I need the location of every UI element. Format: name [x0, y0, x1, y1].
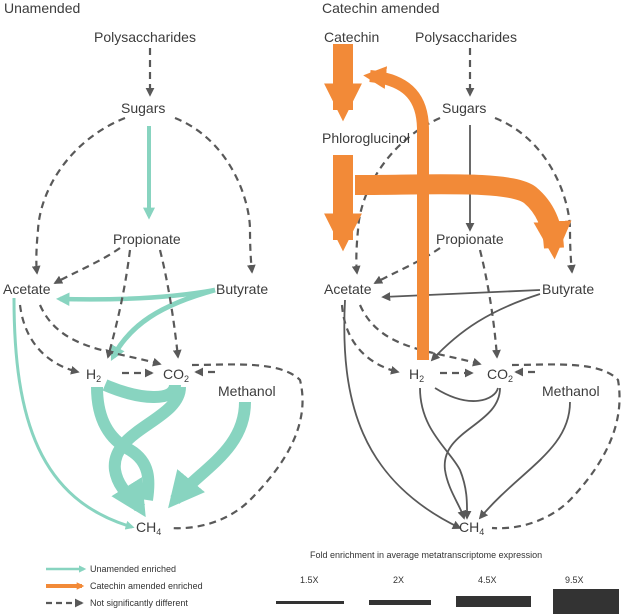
scale-bar-1-5x [276, 601, 344, 604]
scale-label-4-5x: 4.5X [478, 575, 497, 585]
arrow-sugars-butyrate [174, 116, 256, 274]
arrow-propionate-h2 [105, 249, 132, 359]
scale-title: Fold enrichment in average metatranscrip… [310, 550, 542, 560]
node-butyrate: Butyrate [216, 281, 268, 297]
node-h2-c: H2 [409, 366, 424, 384]
catechin-nodes: Catechin Polysaccharides Sugars Phlorogl… [322, 29, 600, 537]
catechin-enriched-arrows [324, 44, 572, 360]
scale-label-9-5x: 9.5X [565, 575, 584, 585]
arrow-acetate-h2-c [340, 304, 400, 375]
unamended-nonsig-arrows [18, 48, 304, 530]
arrow-h2-ch4-c [419, 387, 472, 520]
node-h2: H2 [86, 366, 101, 384]
arrow-methanol-ch4 [168, 401, 251, 509]
arrow-h2-ch4-a [91, 386, 155, 501]
node-sugars: Sugars [121, 100, 165, 116]
node-ch4: CH4 [136, 519, 161, 537]
node-methanol: Methanol [218, 383, 276, 399]
node-propionate: Propionate [113, 231, 181, 247]
legend-label-catechin: Catechin amended enriched [90, 581, 203, 591]
scale-bar-2x [369, 600, 431, 605]
arrow-co2-ch4-c [444, 387, 501, 520]
node-catechin: Catechin [324, 29, 379, 45]
panel-title-unamended: Unamended [4, 0, 80, 16]
panel-catechin: Catechin amended [322, 0, 621, 537]
node-propionate-c: Propionate [436, 231, 504, 247]
arrow-propionate-acetate-c [373, 247, 441, 284]
scale-bar-9-5x [553, 589, 619, 614]
node-polysaccharides: Polysaccharides [94, 29, 196, 45]
legend-item-catechin: Catechin amended enriched [46, 581, 203, 591]
arrow-butyrate-h2 [110, 287, 216, 361]
arrow-propionate-co2-c [478, 249, 501, 359]
legend-label-unamended: Unamended enriched [90, 564, 176, 574]
arrow-acetate-ch4 [12, 297, 135, 530]
legend-item-unamended: Unamended enriched [46, 564, 176, 574]
node-acetate-c: Acetate [324, 281, 372, 297]
arrow-propionate-acetate [53, 247, 121, 284]
arrow-h2-co2-c [434, 387, 499, 402]
arrow-phloroglucinol-butyrate [354, 174, 572, 260]
scale-label-1-5x: 1.5X [300, 575, 319, 585]
arrow-ch4-co2-c [491, 363, 621, 530]
unamended-enriched-arrows [12, 126, 251, 530]
arrow-co2-ch4 [108, 386, 186, 518]
arrow-ch4-co2 [169, 363, 304, 530]
node-co2: CO2 [163, 366, 189, 384]
arrow-sugars-acetate [31, 116, 126, 275]
scale-bar-4-5x [456, 596, 531, 607]
node-sugars-c: Sugars [442, 100, 486, 116]
arrow-sugars-acetate-c [351, 116, 441, 275]
arrow-propionate-co2 [158, 249, 182, 359]
node-ch4-c: CH4 [459, 519, 484, 537]
panel-unamended: Unamended Polysacc [3, 0, 304, 537]
panel-title-catechin: Catechin amended [322, 0, 440, 16]
scale-2x: 2X [369, 575, 431, 605]
scale-4-5x: 4.5X [456, 575, 531, 607]
node-co2-c: CO2 [487, 366, 513, 384]
arrow-h2-co2 [102, 379, 181, 403]
unamended-nodes: Polysaccharides Sugars Propionate Acetat… [3, 29, 276, 537]
node-polysaccharides-c: Polysaccharides [415, 29, 517, 45]
node-methanol-c: Methanol [542, 383, 600, 399]
scale-label-2x: 2X [393, 575, 404, 585]
legend-label-nonsig: Not significantly different [90, 598, 188, 608]
arrow-butyrate-acetate [55, 287, 216, 306]
arrow-methanol-ch4-c [478, 401, 571, 520]
scale-1-5x: 1.5X [276, 575, 344, 604]
arrow-acetate-co2-c [358, 304, 482, 367]
scale-9-5x: 9.5X [553, 575, 619, 614]
legend: Unamended enriched Catechin amended enri… [46, 550, 619, 614]
arrow-acetate-h2 [18, 304, 80, 375]
node-butyrate-c: Butyrate [542, 281, 594, 297]
node-phloroglucinol: Phloroglucinol [322, 130, 410, 146]
arrow-h2-catechin-loop [363, 66, 429, 360]
catechin-solid-arrows [343, 125, 571, 529]
node-acetate: Acetate [3, 281, 51, 297]
legend-item-nonsig: Not significantly different [46, 598, 188, 608]
arrow-butyrate-acetate-c [381, 289, 541, 302]
arrow-butyrate-h2-c [430, 293, 541, 362]
arrow-acetate-co2 [38, 304, 162, 367]
arrow-acetate-ch4-c [343, 299, 462, 529]
